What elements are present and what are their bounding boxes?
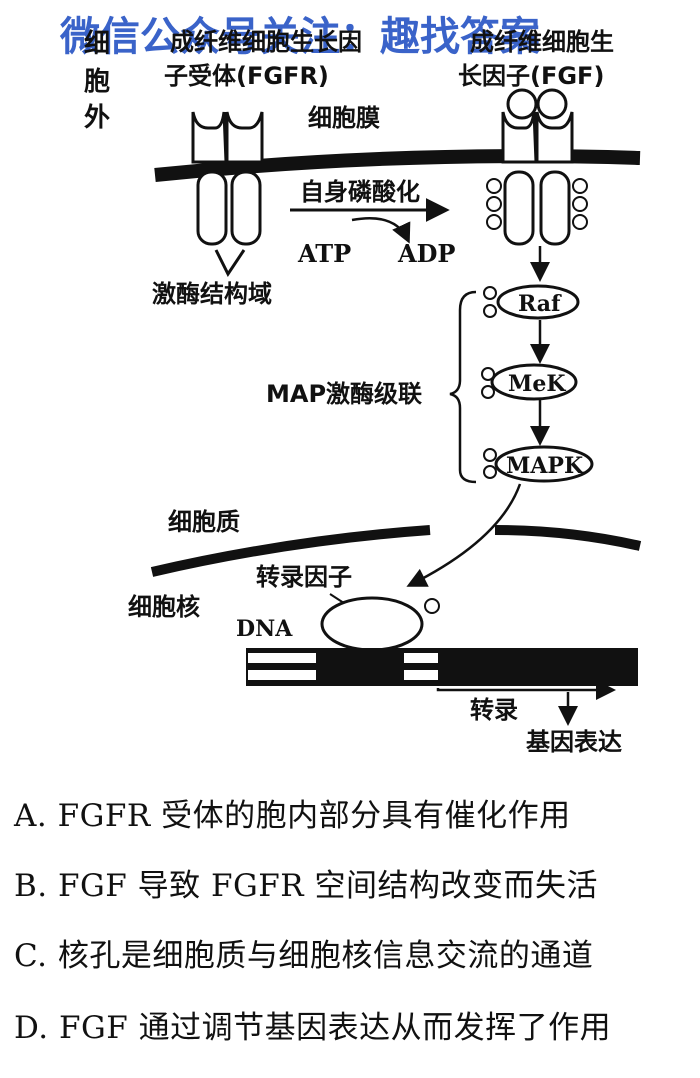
dna-label: DNA bbox=[236, 616, 293, 642]
extracellular-label-1: 细 bbox=[84, 28, 110, 59]
fgfr-receptor-inactive bbox=[191, 111, 264, 246]
option-b[interactable]: B. FGF 导致 FGFR 空间结构改变而失活 bbox=[14, 868, 598, 904]
mapk-label: MAPK bbox=[506, 453, 584, 479]
mapk-to-tf-arrow bbox=[406, 483, 522, 587]
adp-label: ADP bbox=[397, 239, 455, 268]
transcription-factor bbox=[320, 596, 440, 652]
transcription-arrow bbox=[436, 680, 616, 700]
cytoplasm-label: 细胞质 bbox=[168, 508, 240, 536]
transcription-label: 转录 bbox=[470, 696, 518, 724]
option-d[interactable]: D. FGF 通过调节基因表达从而发挥了作用 bbox=[14, 1010, 612, 1046]
dna-strand bbox=[246, 648, 638, 686]
watermark-text: 微信公众号关注：趣找答案 bbox=[59, 14, 541, 60]
nuclear-envelope-left bbox=[150, 525, 431, 577]
membrane-label: 细胞膜 bbox=[308, 104, 380, 132]
fgfr-receptor-active bbox=[501, 88, 574, 246]
atp-adp-arrow bbox=[351, 216, 411, 244]
cascade-label: MAP激酶级联 bbox=[266, 380, 422, 408]
expression-label: 基因表达 bbox=[526, 728, 622, 756]
fgfr-label-line2: 子受体(FGFR) bbox=[164, 62, 329, 90]
fgfr-label-line1: 成纤维细胞生长因 bbox=[170, 28, 362, 56]
nuclear-envelope-right bbox=[494, 525, 642, 551]
option-a[interactable]: A. FGFR 受体的胞内部分具有催化作用 bbox=[14, 798, 571, 834]
mek-label: MeK bbox=[508, 371, 566, 397]
raf-node: Raf bbox=[483, 284, 580, 320]
receptor-phosphate-groups bbox=[486, 178, 588, 230]
mek-node: MeK bbox=[481, 363, 578, 401]
tf-label: 转录因子 bbox=[256, 563, 352, 591]
cascade-bracket bbox=[449, 290, 477, 484]
option-c[interactable]: C. 核孔是细胞质与细胞核信息交流的通道 bbox=[14, 938, 594, 974]
fgf-label-line2: 长因子(FGF) bbox=[458, 62, 604, 90]
mapk-node: MAPK bbox=[483, 445, 594, 483]
fgf-signaling-diagram: 微信公众号关注：趣找答案 细 胞 外 成纤维细胞生长因 子受体(FGFR) 成纤… bbox=[59, 14, 642, 756]
nucleus-label: 细胞核 bbox=[128, 593, 200, 621]
fgf-label-line1: 成纤维细胞生 bbox=[470, 28, 614, 56]
raf-label: Raf bbox=[518, 291, 562, 317]
kinase-domain-label: 激酶结构域 bbox=[152, 280, 272, 308]
cell-membrane bbox=[154, 149, 641, 182]
kinase-domain-pointer bbox=[214, 249, 246, 277]
extracellular-label-2: 胞 bbox=[84, 66, 110, 97]
autophos-label: 自身磷酸化 bbox=[300, 178, 420, 206]
extracellular-label-3: 外 bbox=[84, 103, 110, 133]
atp-label: ATP bbox=[297, 239, 351, 268]
